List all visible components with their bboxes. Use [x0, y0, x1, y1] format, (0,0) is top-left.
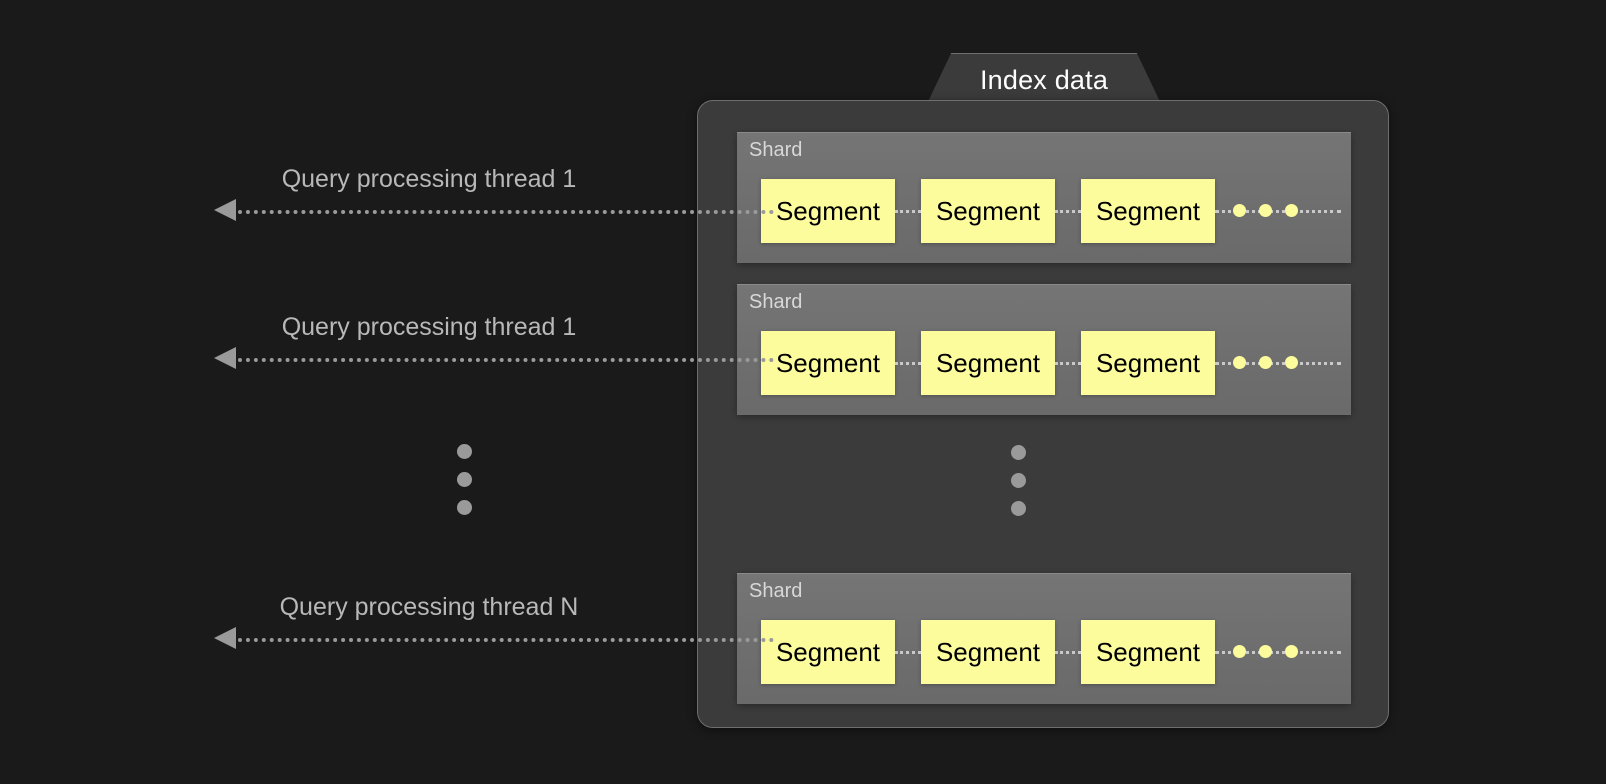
ellipsis-dot — [1233, 204, 1246, 217]
ellipsis-dot — [457, 472, 472, 487]
ellipsis-dot — [1259, 645, 1272, 658]
query-thread-arrow: Query processing thread 1 — [214, 313, 774, 373]
ellipsis-dot — [1011, 445, 1026, 460]
ellipsis-dot — [1259, 356, 1272, 369]
dotted-line — [238, 638, 774, 642]
shard-label: Shard — [749, 291, 803, 313]
ellipsis-dot — [1011, 473, 1026, 488]
query-thread-label: Query processing thread N — [279, 593, 579, 621]
segment-connector — [1055, 210, 1081, 213]
segment-box: Segment — [921, 620, 1055, 684]
segment-box: Segment — [761, 179, 895, 243]
segment-box: Segment — [761, 620, 895, 684]
segment-box: Segment — [1081, 331, 1215, 395]
ellipsis-dot — [1233, 645, 1246, 658]
ellipsis-dot — [1285, 645, 1298, 658]
query-thread-arrow: Query processing thread N — [214, 593, 774, 653]
segment-ellipsis — [1233, 645, 1298, 658]
segment-box: Segment — [1081, 179, 1215, 243]
segment-connector — [895, 210, 921, 213]
shard-row: Shard Segment Segment Segment — [737, 132, 1351, 263]
panel-vertical-ellipsis — [1011, 445, 1026, 516]
segment-box: Segment — [921, 179, 1055, 243]
segment-ellipsis — [1233, 356, 1298, 369]
ellipsis-dot — [1285, 356, 1298, 369]
ellipsis-dot — [457, 500, 472, 515]
index-data-tab-label: Index data — [979, 65, 1109, 95]
ellipsis-dot — [1285, 204, 1298, 217]
shard-row: Shard Segment Segment Segment — [737, 573, 1351, 704]
arrow-left-icon — [214, 199, 236, 221]
shard-label: Shard — [749, 580, 803, 602]
segment-box: Segment — [1081, 620, 1215, 684]
segment-connector — [895, 362, 921, 365]
segment-ellipsis — [1233, 204, 1298, 217]
segment-trailing-connector — [1215, 362, 1341, 365]
segment-box: Segment — [921, 331, 1055, 395]
query-thread-label: Query processing thread 1 — [281, 313, 577, 341]
arrow-left-icon — [214, 627, 236, 649]
query-thread-label: Query processing thread 1 — [281, 165, 577, 193]
segment-trailing-connector — [1215, 210, 1341, 213]
thread-vertical-ellipsis — [457, 444, 472, 515]
ellipsis-dot — [1233, 356, 1246, 369]
segment-connector — [895, 651, 921, 654]
shard-label: Shard — [749, 139, 803, 161]
shard-row: Shard Segment Segment Segment — [737, 284, 1351, 415]
index-data-tab-shape — [925, 53, 1163, 108]
dotted-line — [238, 358, 774, 362]
segment-box: Segment — [761, 331, 895, 395]
ellipsis-dot — [457, 444, 472, 459]
segment-trailing-connector — [1215, 651, 1341, 654]
segment-connector — [1055, 362, 1081, 365]
query-thread-arrow: Query processing thread 1 — [214, 165, 774, 225]
arrow-left-icon — [214, 347, 236, 369]
index-data-panel: Shard Segment Segment Segment Shard Segm… — [697, 100, 1389, 728]
segment-connector — [1055, 651, 1081, 654]
dotted-line — [238, 210, 774, 214]
ellipsis-dot — [1259, 204, 1272, 217]
ellipsis-dot — [1011, 501, 1026, 516]
